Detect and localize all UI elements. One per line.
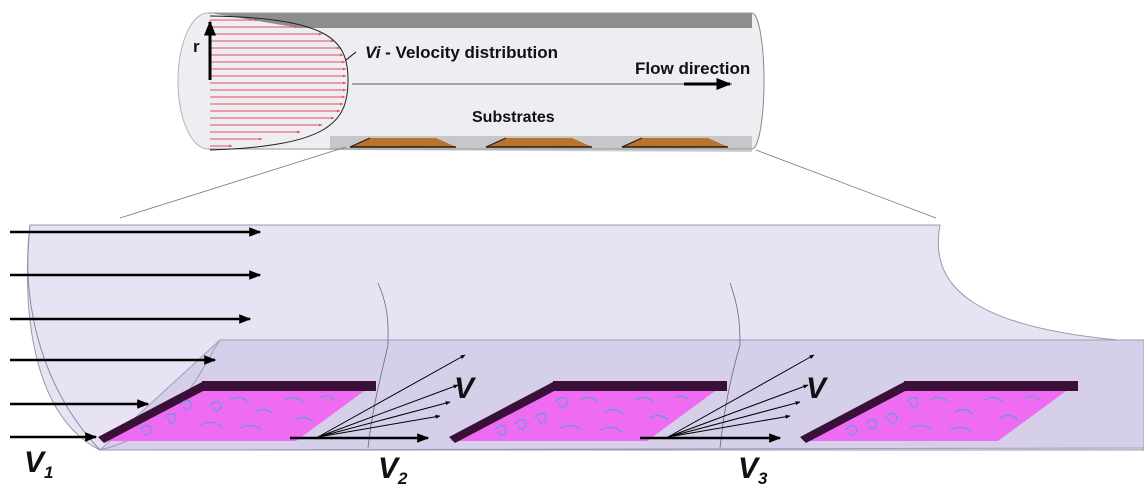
top-tube (177, 12, 765, 152)
velocity-distribution-label: Vi - Velocity distribution (365, 43, 558, 62)
vector-fan-2 (640, 354, 815, 443)
inlet-arrows (10, 227, 262, 442)
substrates-label: Substrates (472, 109, 555, 126)
r-axis: r (193, 20, 216, 80)
r-axis-label: r (193, 37, 200, 56)
vi-leader (345, 51, 357, 61)
velocity-profile (209, 15, 349, 151)
zoom-line-right (755, 149, 937, 219)
tube-top-wall (210, 13, 752, 28)
zoom-line-left (119, 146, 347, 219)
flow-direction-label: Flow direction (635, 59, 750, 78)
v3-label: V3 (738, 452, 768, 484)
substrate-plate-1 (98, 381, 376, 443)
substrate-small-3 (621, 137, 728, 148)
v-label-fan-1: V (454, 372, 477, 405)
vector-fan-1 (290, 354, 466, 443)
substrate-plate-3 (800, 381, 1078, 443)
tube-substrates: Substrates (349, 109, 728, 148)
substrate-small-1 (349, 137, 456, 148)
substrate-plate-2 (449, 381, 727, 443)
v1-label: V1 (24, 446, 53, 482)
tube-body (178, 13, 764, 149)
v-label-fan-2: V (806, 372, 829, 405)
substrate-small-2 (485, 137, 592, 148)
flow-direction: Flow direction (352, 59, 750, 90)
v2-label: V2 (378, 452, 408, 484)
